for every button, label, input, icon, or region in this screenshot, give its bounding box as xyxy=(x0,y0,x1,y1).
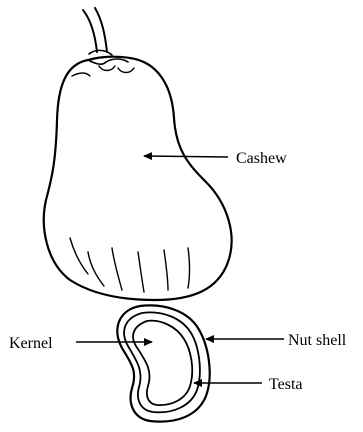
testa xyxy=(133,321,192,405)
cashew-arrow xyxy=(144,156,228,157)
cashew-nut xyxy=(117,305,209,421)
nut-shell-label: Nut shell xyxy=(288,332,347,349)
testa-label: Testa xyxy=(269,376,303,393)
kernel-label: Kernel xyxy=(9,335,53,352)
cashew-apple xyxy=(44,57,232,300)
stem xyxy=(83,8,112,55)
label-arrows xyxy=(76,156,284,383)
cashew-label: Cashew xyxy=(236,150,287,167)
